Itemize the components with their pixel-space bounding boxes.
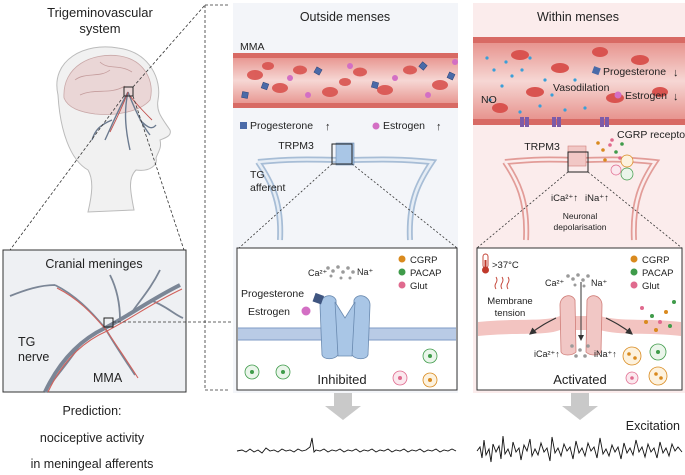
vasodilation-label: Vasodilation bbox=[553, 82, 610, 94]
within-estrogen-icon bbox=[614, 91, 622, 99]
within-legend: CGRP PACAP Glut bbox=[630, 255, 674, 292]
within-legend-cgrp: CGRP bbox=[642, 255, 669, 266]
cgrp-receptors bbox=[520, 117, 609, 127]
na-ion-label-outside: Na⁺ bbox=[357, 267, 374, 277]
within-progesterone-label: Progesterone bbox=[603, 66, 666, 78]
inset-title: Cranial meninges bbox=[45, 257, 142, 271]
within-state: Activated bbox=[553, 372, 606, 387]
tg-afferent-line1: TG bbox=[250, 169, 265, 181]
ion-cluster-within bbox=[566, 273, 590, 358]
released-peptides bbox=[596, 138, 634, 181]
outside-estrogen-label: Estrogen bbox=[383, 120, 425, 132]
outside-legend-glut: Glut bbox=[410, 281, 428, 292]
depolarisation-line1: Neuronal bbox=[563, 211, 598, 221]
thermometer-icon bbox=[482, 253, 489, 274]
tg-nerve-line1: TG bbox=[18, 335, 35, 349]
red-blood-cells-within bbox=[492, 47, 668, 113]
depolarisation-line2: depolarisation bbox=[554, 222, 607, 232]
inset-mma-label: MMA bbox=[93, 371, 123, 385]
glut-dot-within bbox=[630, 281, 638, 289]
ina-label-bottom: iNa⁺↑ bbox=[594, 349, 617, 359]
outside-legend-cgrp: CGRP bbox=[410, 255, 437, 266]
outside-progesterone-label: Progesterone bbox=[250, 120, 313, 132]
detail-estrogen-label: Estrogen bbox=[248, 306, 290, 318]
na-ion-label-within: Na⁺ bbox=[591, 278, 608, 288]
no-label: NO bbox=[481, 94, 497, 106]
tension-arrow-right bbox=[605, 317, 633, 335]
estrogen-bound-icon bbox=[301, 306, 311, 316]
within-zoom-box bbox=[567, 151, 589, 173]
estrogen-legend-icon bbox=[372, 122, 380, 130]
within-estrogen-down-icon: ↓ bbox=[673, 91, 679, 103]
no-particles bbox=[485, 56, 587, 114]
outside-state: Inhibited bbox=[317, 372, 366, 387]
ca-ion-label-within: Ca²⁺ bbox=[545, 278, 565, 288]
within-down-arrow bbox=[562, 393, 598, 420]
within-legend-glut: Glut bbox=[642, 281, 660, 292]
estrogen-particles-outside bbox=[287, 59, 458, 98]
meninges-inset: Cranial meninges TG nerve MMA bbox=[2, 249, 187, 393]
vesicles-outside bbox=[244, 348, 438, 388]
within-trace bbox=[476, 435, 683, 463]
outside-mma-label: MMA bbox=[240, 41, 265, 53]
outside-estrogen-up-icon: ↑ bbox=[436, 121, 442, 133]
within-legend-pacap: PACAP bbox=[642, 268, 674, 279]
pacap-dot-within bbox=[630, 268, 638, 276]
progesterone-legend-icon bbox=[240, 122, 247, 129]
pacap-dot bbox=[398, 268, 406, 276]
within-progesterone-down-icon: ↓ bbox=[673, 67, 679, 79]
tg-nerve-line2: nerve bbox=[18, 350, 49, 364]
progesterone-particles-outside bbox=[241, 61, 456, 99]
temperature-label: >37°C bbox=[492, 260, 519, 271]
trpm3-channel-open bbox=[559, 295, 603, 356]
prediction-line2: nociceptive activity bbox=[40, 431, 145, 445]
head-illustration bbox=[56, 46, 171, 213]
cgrp-receptor-label: CGRP receptor bbox=[617, 129, 685, 141]
left-title-line2: system bbox=[79, 21, 120, 36]
tension-arrow-left bbox=[529, 317, 557, 335]
outside-trace bbox=[236, 437, 457, 454]
membrane-tension-line2: tension bbox=[495, 308, 526, 319]
left-title-line1: Trigeminovascular bbox=[47, 5, 153, 20]
inset-zoom-box bbox=[103, 317, 114, 328]
heat-waves-icon bbox=[494, 276, 510, 290]
ica-label-top: iCa²⁺↑ bbox=[551, 193, 578, 204]
head-zoom-box bbox=[123, 86, 134, 97]
progesterone-bound-icon bbox=[312, 292, 325, 305]
cgrp-dot bbox=[398, 255, 406, 263]
outside-progesterone-up-icon: ↑ bbox=[325, 121, 331, 133]
outside-down-arrow bbox=[325, 393, 361, 420]
glut-dot bbox=[398, 281, 406, 289]
outside-title: Outside menses bbox=[300, 10, 390, 24]
outside-legend: CGRP PACAP Glut bbox=[398, 255, 442, 292]
excitation-label: Excitation bbox=[626, 419, 680, 433]
ina-label-top: iNa⁺↑ bbox=[585, 193, 609, 204]
outside-trpm3-label: TRPM3 bbox=[278, 140, 314, 152]
outside-zoom-box bbox=[331, 143, 353, 165]
within-panel: Within menses NO Vasodilation Progestero… bbox=[473, 3, 685, 463]
vesicles-within bbox=[622, 300, 676, 386]
trpm3-channel-closed bbox=[319, 295, 371, 360]
ion-cluster-outside bbox=[326, 265, 355, 280]
within-trpm3-label: TRPM3 bbox=[524, 141, 560, 153]
ca-ion-label-outside: Ca²⁺ bbox=[308, 268, 328, 278]
cgrp-dot-within bbox=[630, 255, 638, 263]
within-progesterone-icon bbox=[591, 66, 601, 76]
detail-progesterone-label: Progesterone bbox=[241, 288, 304, 300]
prediction-line3: in meningeal afferents bbox=[31, 457, 154, 471]
within-title: Within menses bbox=[537, 10, 619, 24]
red-blood-cells-outside bbox=[247, 62, 448, 97]
ica-label-bottom: iCa²⁺↑ bbox=[534, 349, 560, 359]
tg-afferent-line2: afferent bbox=[250, 182, 285, 194]
outside-panel: Outside menses MMA Progesterone ↑ bbox=[233, 3, 458, 454]
within-estrogen-label: Estrogen bbox=[625, 90, 667, 102]
membrane-tension-line1: Membrane bbox=[487, 296, 532, 307]
outside-legend-pacap: PACAP bbox=[410, 268, 442, 279]
outside-detail-box bbox=[236, 247, 458, 391]
prediction-line1: Prediction: bbox=[62, 404, 121, 418]
